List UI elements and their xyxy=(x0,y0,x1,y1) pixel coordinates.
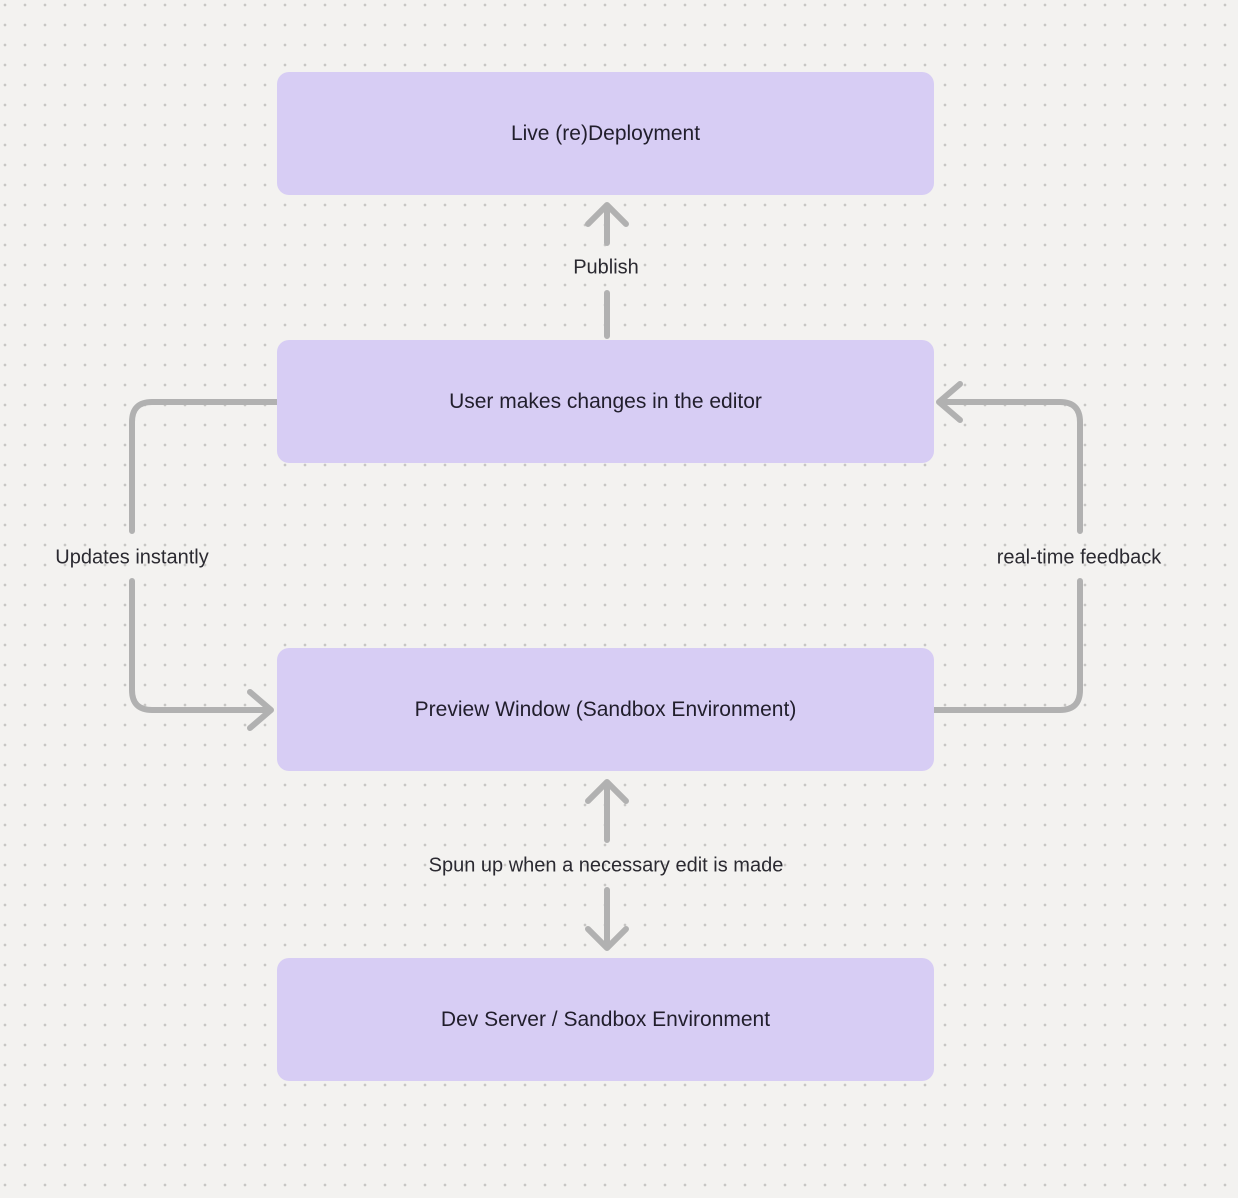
edge-label-updates-instantly: Updates instantly xyxy=(55,546,209,569)
edge-label-publish: Publish xyxy=(573,256,639,279)
publish-arrow xyxy=(585,202,629,339)
node-editor[interactable]: User makes changes in the editor xyxy=(277,340,934,463)
updates-instantly-arrow xyxy=(129,399,280,731)
spun-up-arrow-down xyxy=(585,887,629,951)
edge-label-realtime-feedback: real-time feedback xyxy=(996,546,1162,569)
node-dev-server[interactable]: Dev Server / Sandbox Environment xyxy=(277,958,934,1081)
node-live-redeployment[interactable]: Live (re)Deployment xyxy=(277,72,934,195)
node-label: Preview Window (Sandbox Environment) xyxy=(414,697,797,721)
node-preview-window[interactable]: Preview Window (Sandbox Environment) xyxy=(277,648,934,771)
realtime-feedback-arrow xyxy=(931,381,1083,713)
edge-label-spun-up: Spun up when a necessary edit is made xyxy=(428,854,784,877)
node-label: Live (re)Deployment xyxy=(510,121,701,145)
node-label: Dev Server / Sandbox Environment xyxy=(440,1007,771,1031)
spun-up-arrow-up xyxy=(585,779,629,843)
node-label: User makes changes in the editor xyxy=(449,389,762,413)
